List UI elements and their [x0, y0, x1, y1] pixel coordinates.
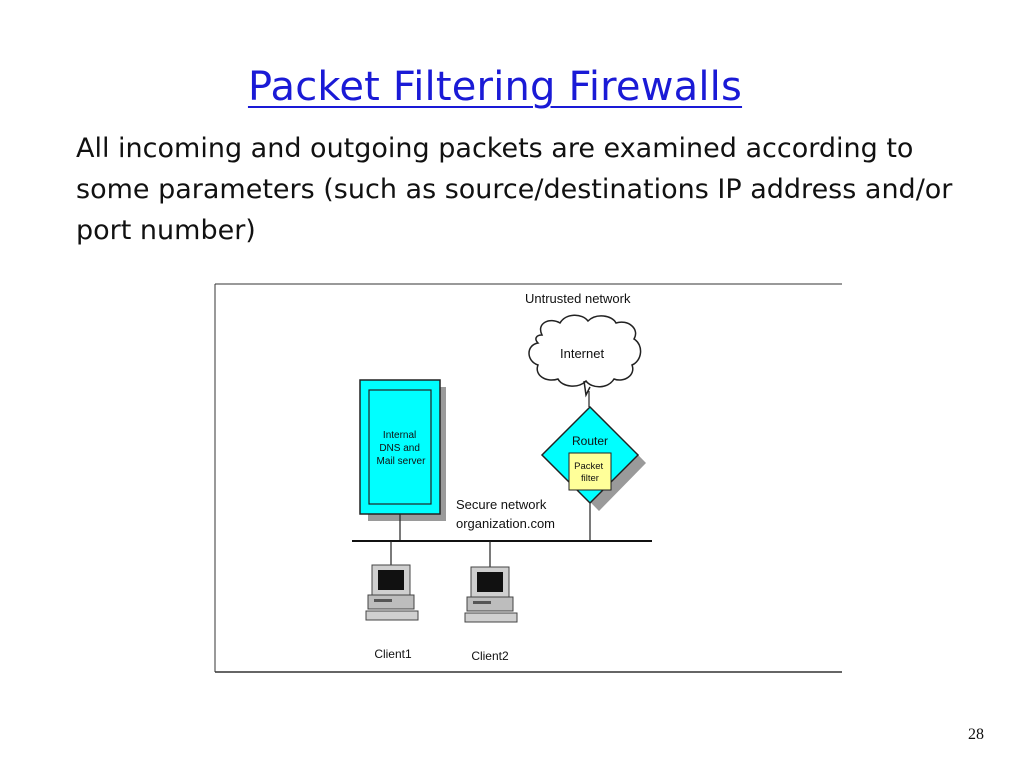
packet-filter-line-1: Packet [574, 461, 603, 472]
packet-filter-line-2: filter [581, 473, 599, 484]
client1-computer-icon [365, 564, 419, 621]
page-number: 28 [968, 726, 984, 743]
client1-label: Client1 [374, 647, 412, 661]
secure-network-line-2: organization.com [456, 516, 555, 531]
client2-computer-icon [464, 566, 518, 623]
internet-label: Internet [560, 346, 604, 361]
untrusted-network-label: Untrusted network [525, 291, 631, 306]
server-label-line-3: Mail server [377, 456, 427, 467]
secure-network-line-1: Secure network [456, 497, 547, 512]
server-label: Internal DNS and Mail server [377, 430, 427, 467]
slide-body-text: All incoming and outgoing packets are ex… [76, 133, 953, 246]
network-diagram: Untrusted network Internet Internal DNS … [214, 283, 842, 673]
packet-filter-label: Packet filter [574, 461, 606, 484]
router-label: Router [572, 434, 608, 448]
internal-server-icon [359, 379, 446, 521]
secure-network-label: Secure network organization.com [456, 497, 555, 531]
client2-label: Client2 [471, 649, 509, 663]
server-label-line-1: Internal [383, 430, 416, 441]
internet-cloud-icon [528, 314, 642, 398]
server-label-line-2: DNS and [379, 443, 420, 454]
slide-title: Packet Filtering Firewalls [247, 64, 743, 110]
router-icon [540, 405, 646, 511]
